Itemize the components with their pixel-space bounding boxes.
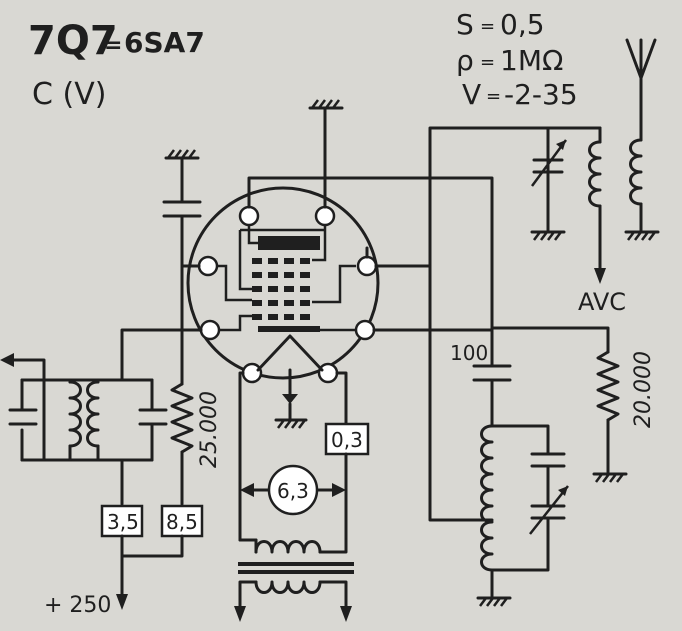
eq-sign: = bbox=[104, 33, 122, 58]
heater-transformer bbox=[234, 538, 354, 622]
ground-top bbox=[308, 99, 344, 110]
param-s-sep: = bbox=[480, 16, 495, 37]
box-3-5: 3,5 bbox=[100, 504, 144, 538]
tuning-coil-lower bbox=[476, 424, 569, 607]
oscillator-coil bbox=[588, 126, 606, 284]
param-s-label: S bbox=[456, 8, 474, 41]
param-rho-value: 1MΩ bbox=[500, 44, 563, 77]
svg-text:3,5: 3,5 bbox=[107, 510, 139, 534]
variable-capacitor-osc bbox=[530, 139, 568, 232]
param-s-value: 0,5 bbox=[500, 8, 545, 41]
antenna bbox=[624, 38, 660, 241]
capacitor-100 bbox=[472, 328, 512, 428]
svg-text:8,5: 8,5 bbox=[166, 510, 198, 534]
resistor-20000 bbox=[592, 350, 628, 483]
ground-left-top bbox=[164, 149, 200, 160]
box-8-5: 8,5 bbox=[160, 504, 204, 538]
if-transformer bbox=[0, 353, 168, 506]
box-0-3: 0,3 bbox=[324, 422, 370, 456]
svg-text:6,3: 6,3 bbox=[277, 479, 309, 503]
res-20000-label: 20.000 bbox=[631, 351, 656, 428]
ground-osc-cap bbox=[530, 230, 566, 241]
param-rho-sep: = bbox=[480, 52, 495, 73]
tube-class: C (V) bbox=[32, 77, 106, 112]
tube-equivalent: 6SA7 bbox=[124, 26, 205, 59]
tube-type: 7Q7 bbox=[28, 18, 118, 64]
tube-envelope bbox=[186, 186, 380, 384]
resistor-25000 bbox=[170, 382, 194, 506]
heater-voltage-indicator: 6,3 bbox=[240, 464, 346, 516]
svg-text:0,3: 0,3 bbox=[331, 428, 363, 452]
param-v-label: V bbox=[462, 78, 481, 111]
res-25000-label: 25.000 bbox=[197, 391, 222, 468]
avc-label: AVC bbox=[578, 288, 626, 316]
supply-label: + 250 bbox=[44, 593, 111, 618]
ground-cathode bbox=[274, 402, 308, 429]
cap-100-label: 100 bbox=[450, 341, 488, 365]
param-v-value: -2-35 bbox=[504, 78, 578, 111]
param-rho-label: ρ bbox=[456, 44, 474, 77]
param-v-sep: = bbox=[486, 86, 501, 107]
